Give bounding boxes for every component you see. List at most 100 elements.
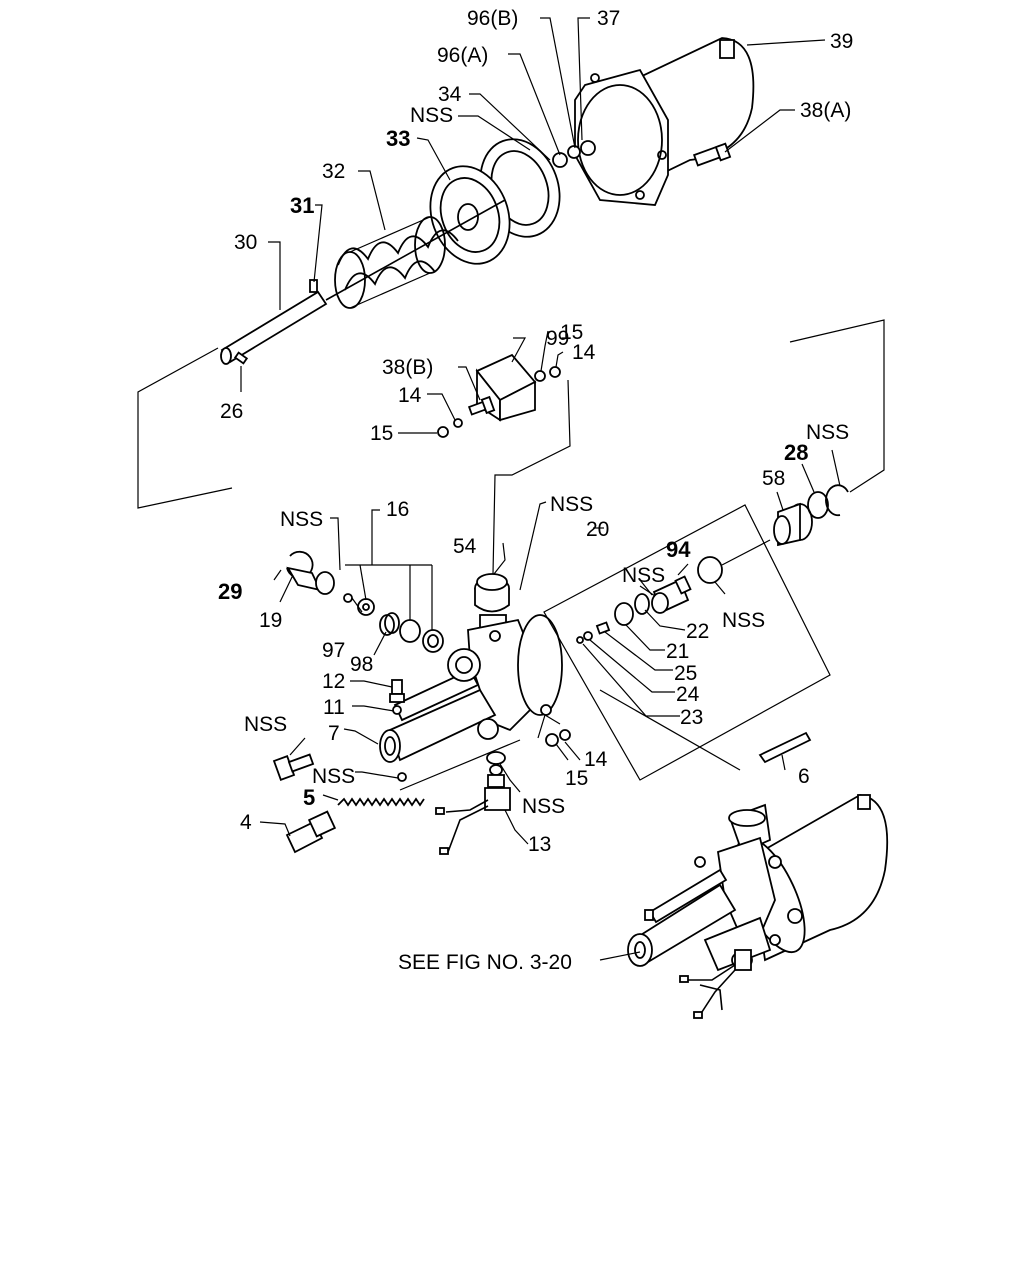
label-5: 5	[303, 785, 315, 810]
label-14-b: 14	[398, 384, 422, 407]
part-98-spring	[379, 612, 400, 636]
label-14-c: 14	[584, 748, 608, 771]
part-oring-a	[399, 619, 421, 643]
label-38b: 38(B)	[382, 356, 433, 379]
label-nss-9: NSS	[522, 795, 565, 818]
assembled-view	[627, 794, 889, 1019]
part-28-washer	[807, 491, 829, 519]
label-30: 30	[234, 231, 257, 254]
label-32: 32	[322, 160, 345, 183]
part-97-seal	[357, 598, 375, 616]
label-33: 33	[386, 126, 410, 151]
part-15-nut-c	[545, 733, 559, 747]
part-54-cap	[476, 573, 508, 591]
part-14-washer-c	[559, 729, 571, 741]
label-nss-6: NSS	[722, 609, 765, 632]
label-nss-4: NSS	[280, 508, 323, 531]
label-26: 26	[220, 400, 243, 423]
part-38a-bolt	[692, 142, 732, 167]
part-15-nut-b	[437, 426, 449, 438]
part-nss-snap-ring-right	[825, 484, 849, 517]
part-24-ring	[583, 631, 593, 641]
label-nss-8: NSS	[312, 765, 355, 788]
valve-body	[379, 577, 563, 763]
label-15-a: 15	[560, 321, 583, 344]
label-58: 58	[762, 467, 785, 490]
label-22: 22	[686, 620, 709, 643]
label-94: 94	[666, 537, 691, 562]
label-29: 29	[218, 579, 242, 604]
label-12: 12	[322, 670, 345, 693]
part-15-nut-a	[534, 370, 546, 382]
label-nss-3: NSS	[550, 493, 593, 516]
label-15-b: 15	[370, 422, 393, 445]
label-54: 54	[453, 535, 477, 558]
label-96b: 96(B)	[467, 7, 518, 30]
label-4: 4	[240, 811, 252, 834]
label-31: 31	[290, 193, 314, 218]
label-97: 97	[322, 639, 345, 662]
label-nss-2: NSS	[806, 421, 849, 444]
part-21-piston	[614, 602, 634, 626]
label-nss-5: NSS	[622, 564, 665, 587]
label-37: 37	[597, 7, 620, 30]
label-16: 16	[386, 498, 409, 521]
part-94-fitting	[651, 575, 692, 614]
part-nss-bolt	[272, 753, 315, 781]
part-22-seal	[634, 593, 650, 615]
part-37-gasket	[574, 68, 669, 206]
label-19: 19	[259, 609, 282, 632]
part-30-rod	[220, 199, 506, 365]
label-nss-1: NSS	[410, 104, 453, 127]
label-39: 39	[830, 30, 853, 53]
part-33-diaphragm	[429, 165, 511, 265]
part-12-bleeder	[389, 679, 405, 703]
part-31-pin	[309, 279, 318, 293]
label-see-fig: SEE FIG NO. 3-20	[398, 951, 572, 974]
label-21: 21	[666, 640, 689, 663]
group-20-box	[543, 504, 831, 781]
label-34: 34	[438, 83, 462, 106]
label-11: 11	[323, 696, 345, 719]
label-24: 24	[676, 683, 700, 706]
middle-leaders	[259, 330, 841, 845]
label-6: 6	[798, 765, 810, 788]
label-13: 13	[528, 833, 551, 856]
part-58-bushing	[773, 502, 813, 547]
part-25-spring	[595, 621, 611, 635]
label-28: 28	[784, 440, 808, 465]
part-labels: 96(B) 37 39 96(A) 34 38(A) NSS 33 32 31 …	[218, 7, 853, 974]
label-96a: 96(A)	[437, 44, 488, 67]
part-nss-oring-right	[697, 556, 723, 584]
label-25: 25	[674, 662, 697, 685]
part-11-cap	[392, 705, 402, 715]
label-7: 7	[328, 722, 340, 745]
part-23-ball	[576, 636, 584, 644]
label-20: 20	[586, 518, 609, 541]
part-14-washer-a	[549, 366, 561, 378]
label-23: 23	[680, 706, 703, 729]
label-15-c: 15	[565, 767, 588, 790]
part-32-spring	[334, 216, 459, 309]
part-oring-b	[422, 629, 444, 653]
part-96-washers	[552, 140, 596, 168]
part-26-pin	[233, 351, 249, 365]
see-fig-leader	[599, 951, 641, 961]
part-nss-ball	[343, 593, 353, 603]
part-nss-small	[397, 772, 407, 782]
part-19-fitting	[286, 566, 335, 595]
label-98: 98	[350, 653, 373, 676]
part-38b-bolt	[467, 395, 496, 416]
label-38a: 38(A)	[800, 99, 851, 122]
label-14-a: 14	[572, 341, 596, 364]
part-13-switch	[435, 764, 511, 855]
part-6-pin	[758, 731, 812, 764]
part-5-spring	[337, 797, 425, 807]
part-nss-oring-low	[486, 751, 506, 765]
part-4-plug	[285, 810, 337, 854]
label-nss-7: NSS	[244, 713, 287, 736]
part-14-washer-b	[453, 418, 463, 428]
upper-leaders	[137, 17, 885, 509]
label-99: 99	[546, 327, 569, 350]
